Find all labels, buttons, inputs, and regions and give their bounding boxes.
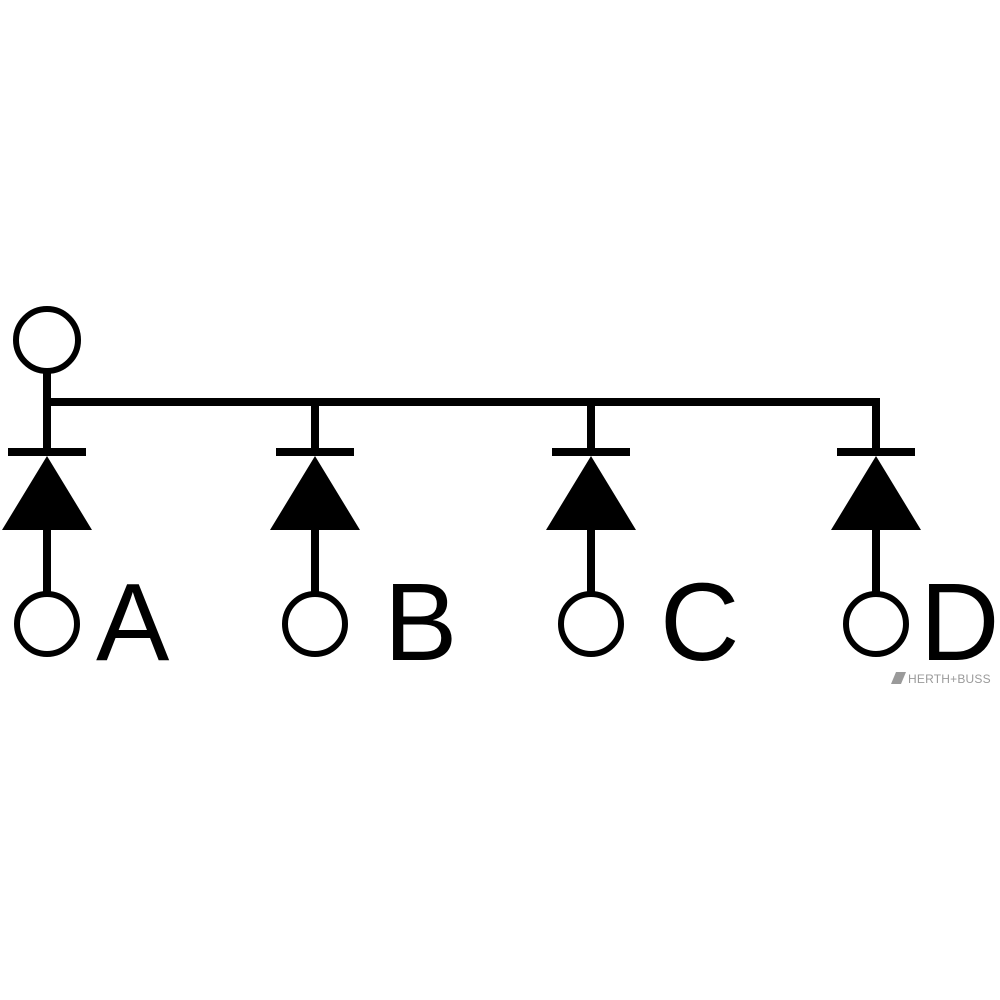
diode-a-triangle: [2, 456, 92, 530]
terminal-a-label: A: [96, 561, 170, 684]
terminal-a: [14, 591, 80, 657]
terminal-c-label: C: [660, 561, 739, 684]
diode-d-triangle: [831, 456, 921, 530]
terminal-c: [558, 591, 624, 657]
terminal-b-label: B: [384, 561, 457, 684]
diode-c-triangle: [546, 456, 636, 530]
branch-c: C: [546, 402, 739, 684]
watermark-text: HERTH+BUSS: [908, 672, 991, 686]
branch-a: A: [2, 448, 170, 684]
branch-d: D: [831, 448, 999, 684]
common-bus: [47, 398, 880, 452]
watermark: HERTH+BUSS: [891, 672, 991, 686]
common-terminal: [13, 306, 81, 374]
diode-b-triangle: [270, 456, 360, 530]
terminal-d-label: D: [920, 561, 999, 684]
terminal-b: [282, 591, 348, 657]
terminal-d: [843, 591, 909, 657]
branch-b: B: [270, 402, 457, 684]
herth-buss-logo-icon: [891, 672, 906, 684]
